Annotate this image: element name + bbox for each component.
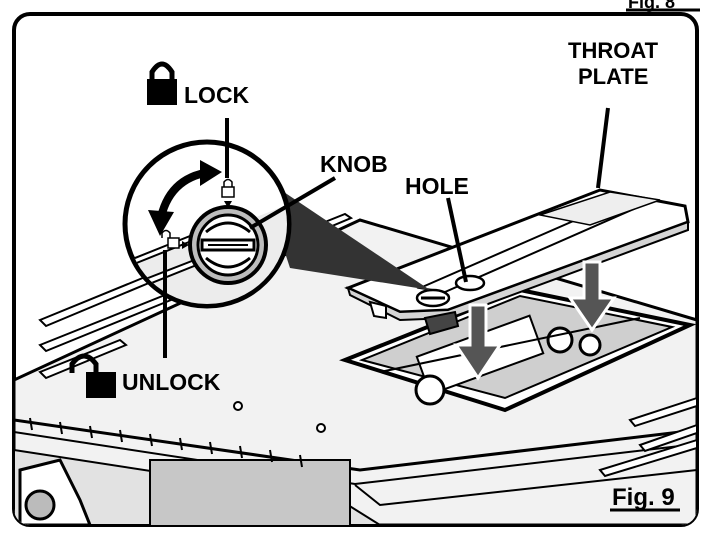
unlock-label: UNLOCK <box>122 369 221 395</box>
svg-text:Fig. 9: Fig. 9 <box>612 484 675 511</box>
leader-lines <box>163 107 610 358</box>
throat-leader <box>596 107 610 189</box>
hole-leader <box>446 197 468 283</box>
lock-label: LOCK <box>184 82 250 108</box>
small-unlock-icon <box>161 229 180 249</box>
saw-table-illustration <box>14 212 697 525</box>
curved-double-arrow-icon <box>148 160 222 236</box>
throat-plate-label-line2: PLATE <box>578 64 648 89</box>
top-figure-label: Fig. 8 <box>626 0 700 12</box>
hole-label: HOLE <box>405 173 469 199</box>
knob-label: KNOB <box>320 151 388 177</box>
knob-leader <box>248 176 337 230</box>
padlock-open-icon <box>69 353 116 398</box>
small-lock-icon <box>221 178 235 198</box>
padlock-closed-icon <box>147 61 177 105</box>
install-arrow-right <box>567 260 617 333</box>
throat-plate <box>344 188 690 336</box>
detail-callout-wedge <box>260 176 430 290</box>
throat-plate-label-line1: THROAT <box>568 38 659 63</box>
install-arrow-left <box>453 303 503 381</box>
figure-number: Fig. 9 <box>610 484 680 512</box>
